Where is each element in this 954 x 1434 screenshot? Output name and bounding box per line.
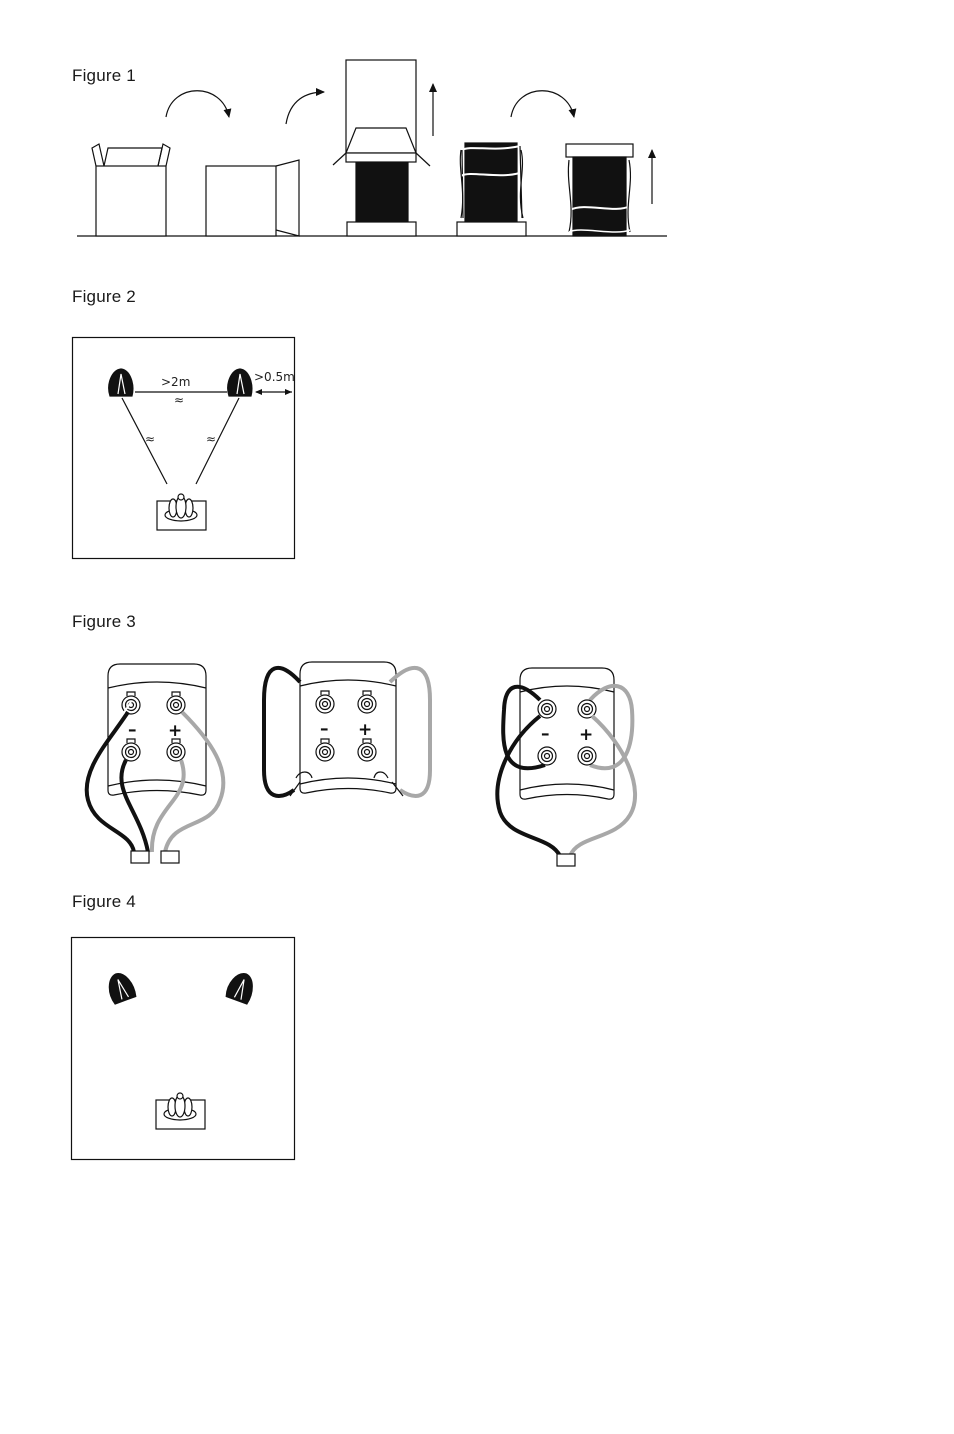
- speaker-icon: [108, 973, 137, 1005]
- figure-3-label: Figure 3: [72, 612, 136, 631]
- room-outline: [70, 936, 296, 1161]
- listener-icon: [156, 493, 207, 531]
- packing-base: [346, 221, 417, 237]
- figure-2-placement-diagram: >2m ≈ >0.5m ≈ ≈: [71, 336, 296, 560]
- listener-icon: [155, 1092, 206, 1130]
- speaker-wrapped: [456, 142, 527, 237]
- spade-connector-icon: [373, 771, 404, 797]
- speaker-inverted: [565, 143, 634, 237]
- rotate-arrow-icon: [510, 90, 577, 118]
- figure-2-label: Figure 2: [72, 287, 136, 306]
- carton-open: [91, 143, 171, 237]
- carton-on-side: [205, 159, 300, 237]
- figure-4-placement-diagram: [70, 936, 296, 1161]
- figure-3-wiring-diagram: – + – +: [84, 661, 638, 867]
- minus-symbol: –: [320, 719, 329, 739]
- figure-1-label: Figure 1: [72, 66, 136, 85]
- approx-symbol: ≈: [174, 393, 184, 407]
- plus-symbol: +: [579, 725, 593, 745]
- plus-symbol: +: [358, 720, 372, 740]
- spade-connector-icon: [289, 771, 313, 797]
- room-outline: [71, 336, 296, 560]
- minus-symbol: –: [128, 720, 137, 740]
- plus-symbol: +: [168, 721, 182, 741]
- rotate-arrow-icon: [165, 90, 232, 118]
- approx-symbol: ≈: [145, 432, 155, 446]
- jumper-panel: – +: [262, 661, 432, 798]
- singlewire-panel: – +: [495, 667, 638, 867]
- listening-line-left: [121, 397, 168, 485]
- figure-1-unpacking-diagram: [77, 59, 667, 237]
- minus-symbol: –: [541, 724, 550, 744]
- listening-line-right: [195, 397, 240, 485]
- approx-symbol: ≈: [206, 432, 216, 446]
- carton-lifted: [332, 59, 431, 167]
- rotate-arrow-icon: [285, 88, 325, 125]
- figure-4-label: Figure 4: [72, 892, 136, 911]
- biwire-panel: – +: [84, 663, 226, 864]
- speaker-icon: [227, 368, 253, 397]
- speaker-icon: [225, 973, 253, 1005]
- speaker-icon: [108, 368, 134, 397]
- wall-distance-label: >0.5m: [254, 370, 295, 384]
- distance-label: >2m: [161, 375, 190, 389]
